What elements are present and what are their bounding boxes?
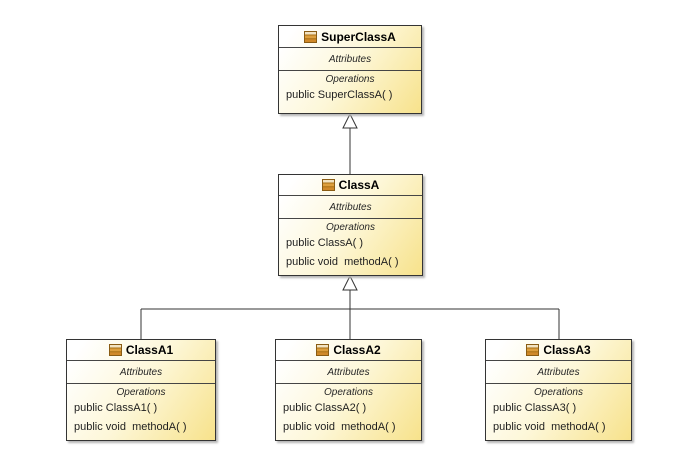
attributes-compartment: Attributes: [279, 196, 422, 219]
attributes-compartment: Attributes: [486, 361, 631, 384]
class-icon: [316, 344, 330, 356]
attributes-compartment: Attributes: [67, 361, 215, 384]
attributes-compartment: Attributes: [276, 361, 421, 384]
operations-compartment: Operations public ClassA1( ) public void…: [67, 384, 215, 440]
operation-item: public ClassA1( ): [74, 402, 158, 414]
attributes-label: Attributes: [329, 201, 372, 213]
class-box-superclassa[interactable]: SuperClassA Attributes Operations public…: [278, 25, 422, 114]
operations-label: Operations: [326, 222, 375, 233]
class-box-classa3[interactable]: ClassA3 Attributes Operations public Cla…: [485, 339, 632, 441]
class-name: ClassA2: [333, 343, 381, 357]
attributes-label: Attributes: [119, 366, 163, 378]
operation-item: public void methodA( ): [286, 256, 399, 268]
class-icon: [526, 344, 540, 356]
operation-item: public ClassA( ): [286, 237, 364, 249]
class-box-classa1[interactable]: ClassA1 Attributes Operations public Cla…: [66, 339, 216, 441]
operations-label: Operations: [534, 387, 583, 398]
class-icon: [304, 30, 318, 43]
attributes-label: Attributes: [327, 366, 370, 378]
operations-compartment: Operations public ClassA3( ) public void…: [486, 384, 631, 440]
operation-item: public ClassA3( ): [493, 402, 577, 414]
class-icon: [321, 179, 335, 191]
generalization-arrowhead-superclassa[interactable]: [342, 112, 358, 129]
attributes-compartment: Attributes: [279, 48, 421, 71]
operations-compartment: Operations public ClassA( ) public void …: [279, 219, 422, 275]
generalization-arrowhead-classa[interactable]: [342, 274, 358, 291]
class-name: ClassA3: [543, 343, 591, 357]
class-box-classa2[interactable]: ClassA2 Attributes Operations public Cla…: [275, 339, 422, 441]
class-title-bar: SuperClassA: [279, 26, 421, 48]
attributes-label: Attributes: [537, 366, 580, 378]
operations-label: Operations: [116, 387, 166, 398]
operation-item: public void methodA( ): [283, 421, 396, 433]
operation-item: public SuperClassA( ): [286, 89, 393, 101]
operations-label: Operations: [325, 74, 375, 85]
class-box-classa[interactable]: ClassA Attributes Operations public Clas…: [278, 174, 423, 276]
operation-item: public void methodA( ): [493, 421, 606, 433]
class-title-bar: ClassA3: [486, 340, 631, 361]
class-name: ClassA1: [125, 343, 174, 357]
operation-item: public void methodA( ): [74, 421, 187, 433]
class-title-bar: ClassA1: [67, 340, 215, 361]
attributes-label: Attributes: [328, 53, 372, 65]
operations-compartment: Operations public ClassA2( ) public void…: [276, 384, 421, 440]
operation-item: public ClassA2( ): [283, 402, 367, 414]
class-title-bar: ClassA: [279, 175, 422, 196]
operations-label: Operations: [324, 387, 373, 398]
class-name: ClassA: [338, 178, 380, 192]
operations-compartment: Operations public SuperClassA( ): [279, 71, 421, 113]
class-title-bar: ClassA2: [276, 340, 421, 361]
class-icon: [108, 344, 122, 356]
class-name: SuperClassA: [321, 29, 396, 44]
